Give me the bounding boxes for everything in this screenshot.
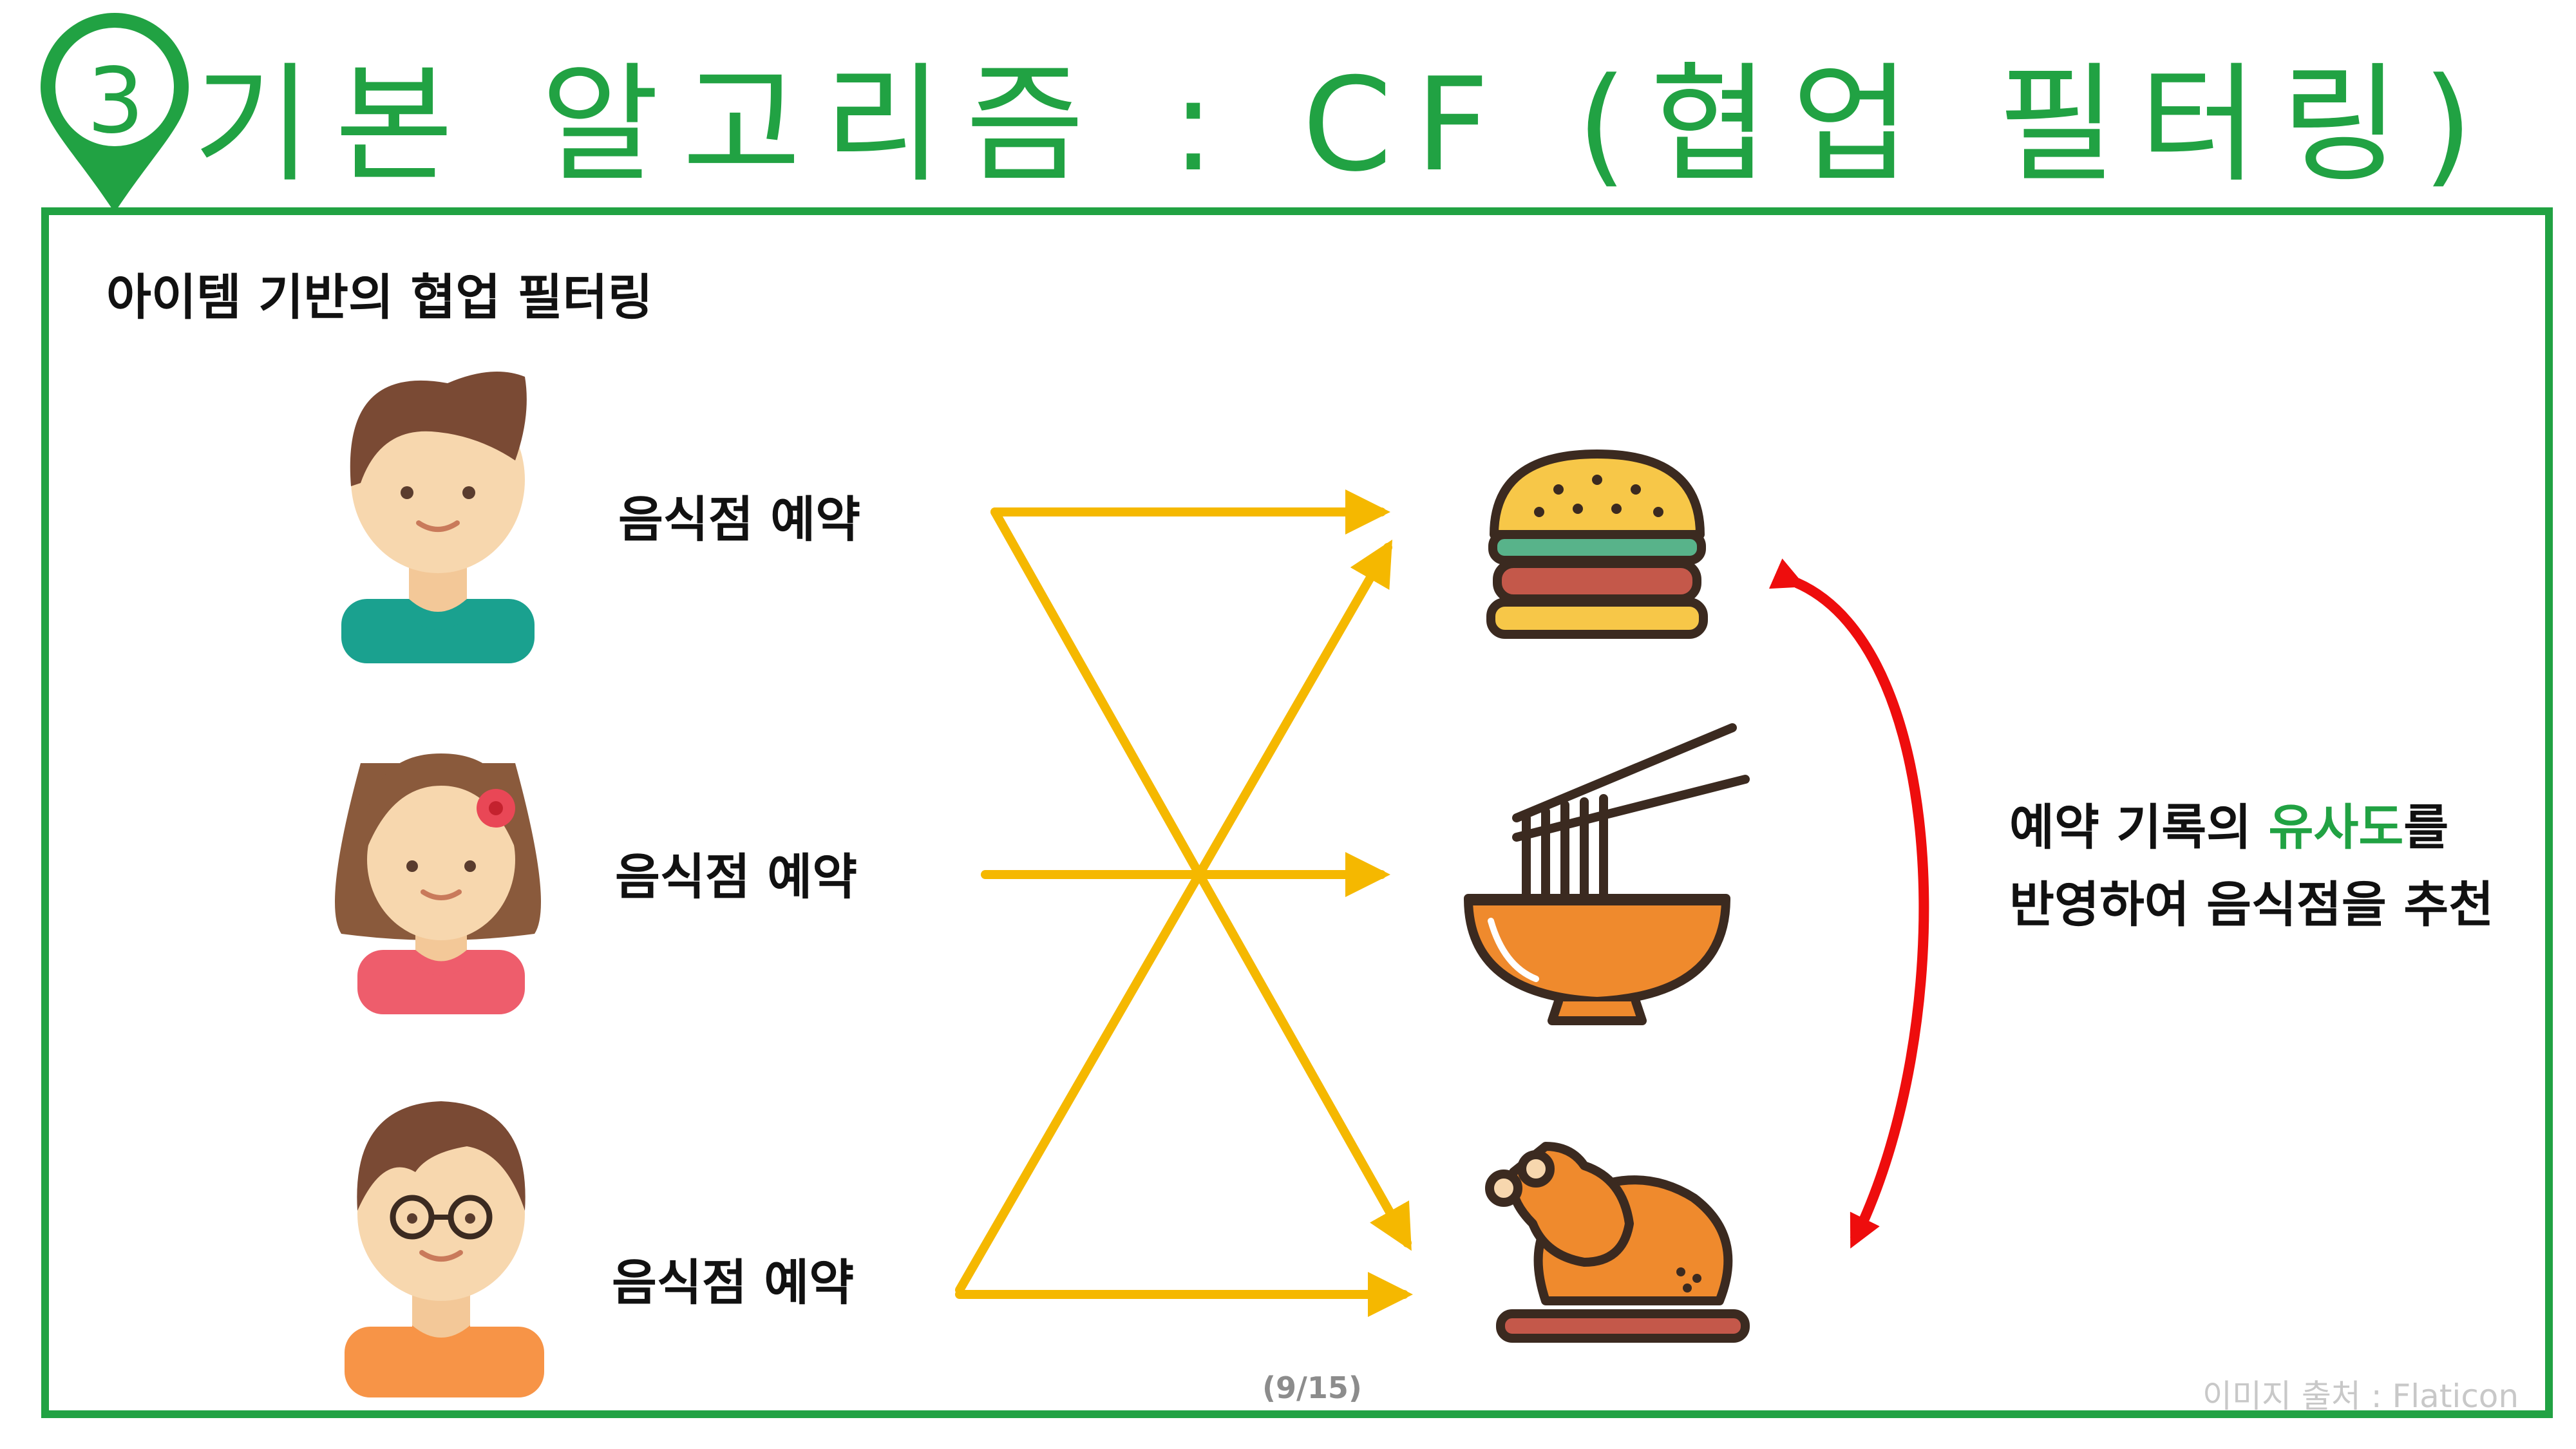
content-frame — [41, 207, 2553, 1418]
description-line-2: 반영하여 음식점을 추천 — [2009, 876, 2494, 933]
step-number: 3 — [86, 49, 145, 154]
page-indicator: (9/15) — [1262, 1370, 1362, 1405]
description-line-1: 예약 기록의 유사도를 — [2009, 789, 2494, 866]
user2-action-label: 음식점 예약 — [615, 848, 858, 905]
boy-avatar-icon — [341, 372, 535, 663]
description-text-end: 를 — [2403, 799, 2449, 856]
user1-action-label: 음식점 예약 — [618, 491, 861, 548]
boy-glasses-avatar-icon — [345, 1101, 544, 1397]
user3-action-label: 음식점 예약 — [612, 1254, 855, 1311]
reservation-arrows — [955, 489, 1413, 1317]
similarity-arrow — [1768, 558, 1929, 1249]
slide-title: 기본 알고리즘 : CF (협업 필터링) — [193, 50, 2496, 200]
section-subtitle: 아이템 기반의 협업 필터링 — [106, 269, 653, 326]
girl-avatar-icon — [335, 753, 541, 1014]
roast-chicken-icon — [1485, 1142, 1750, 1343]
noodle-bowl-icon — [1464, 723, 1750, 1025]
hamburger-icon — [1486, 450, 1708, 639]
arrow-user3-burger — [955, 539, 1392, 1294]
description-text: 예약 기록의 — [2009, 799, 2269, 856]
image-credit: 이미지 출처 : Flaticon — [2202, 1378, 2519, 1415]
step-badge-pin-icon — [41, 13, 189, 213]
similarity-highlight: 유사도 — [2268, 799, 2404, 856]
recommendation-description: 예약 기록의 유사도를 반영하여 음식점을 추천 — [2009, 789, 2494, 943]
